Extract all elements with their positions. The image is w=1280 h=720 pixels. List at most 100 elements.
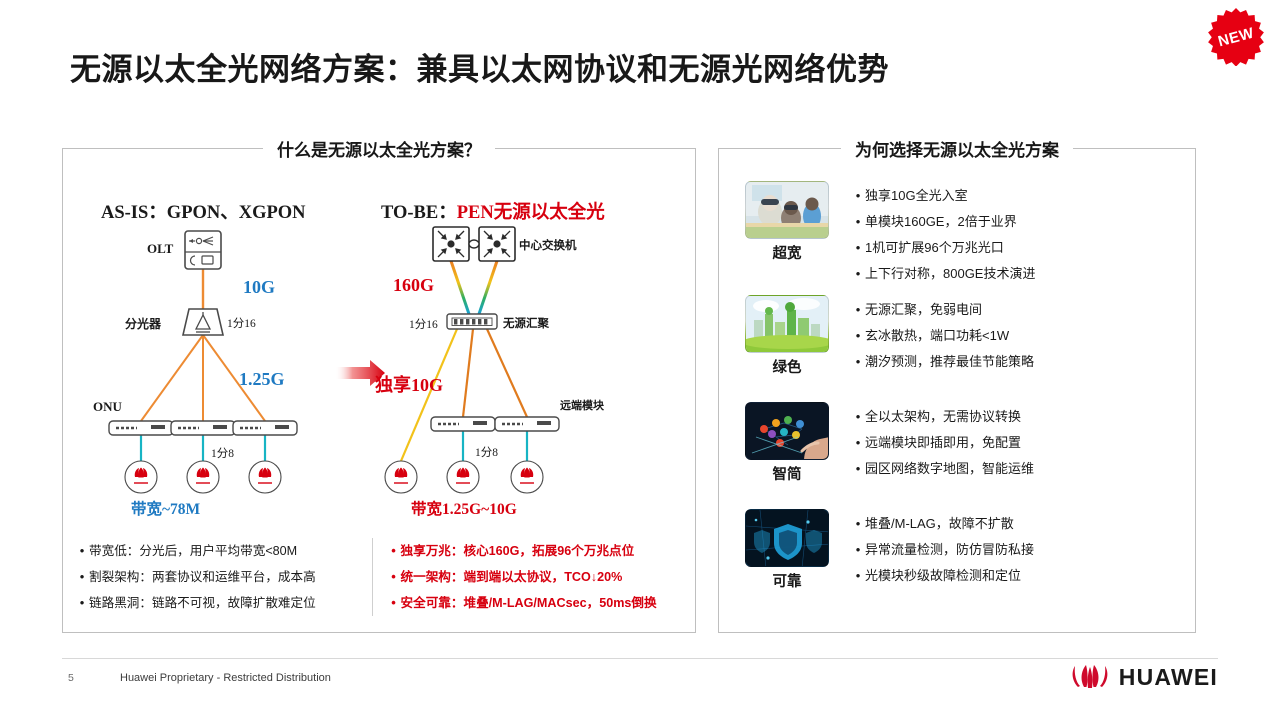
- bullet-text: 园区网络数字地图，智能运维: [865, 461, 1035, 476]
- feature-row-smart-simple: 智简 • 全以太架构，无需协议转换 • 远端模块即插即用，免配置 • 园区网络数…: [739, 402, 1185, 484]
- bullet-dot-icon: •: [855, 214, 861, 229]
- topology-svg: [108, 226, 560, 494]
- passive-aggregation-label: 无源汇聚: [503, 318, 549, 330]
- list-item: • 光模块秒级故障检测和定位: [851, 563, 1185, 589]
- tobe-bullet-list: • 独享万兆：核心160G，拓展96个万兆点位 • 统一架构：端到端以太协议，T…: [371, 538, 684, 616]
- bullet-dot-icon: •: [391, 543, 396, 558]
- passive-aggregation-icon: [446, 313, 498, 330]
- feature-caption: 可靠: [772, 574, 802, 590]
- feature-bullet-list: • 堆叠/M-LAG，故障不扩散 • 异常流量检测，防仿冒防私接 • 光模块秒级…: [835, 509, 1185, 589]
- asis-bandwidth: 带宽~78M: [131, 501, 201, 518]
- new-badge-label: NEW: [1216, 24, 1256, 50]
- onu-device-icon: [232, 420, 298, 436]
- bullet-text: 独享万兆：核心160G，拓展96个万兆点位: [400, 544, 635, 558]
- huawei-terminal-icon: [384, 460, 418, 494]
- bullet-text: 安全可靠：堆叠/M-LAG/MACsec，50ms倒换: [400, 596, 657, 610]
- list-item: • 潮汐预测，推荐最佳节能策略: [851, 349, 1185, 375]
- huawei-terminal-icon: [248, 460, 282, 494]
- topology-diagram: OLT 10G 分光器 1分16 1.25G ONU 1分8 带宽~78M 中心…: [63, 149, 695, 632]
- tobe-split-ratio-bottom: 1分8: [475, 447, 498, 459]
- list-item: • 统一架构：端到端以太协议，TCO↓20%: [387, 564, 684, 590]
- tobe-bandwidth: 带宽1.25G~10G: [411, 501, 517, 518]
- bullet-text: 光模块秒级故障检测和定位: [865, 568, 1022, 583]
- feature-caption: 绿色: [772, 360, 802, 376]
- feature-thumb-wrap: 智简: [739, 402, 835, 484]
- asis-uplink-speed: 10G: [243, 277, 276, 297]
- list-item: • 链路黑洞：链路不可视，故障扩散难定位: [75, 590, 372, 616]
- bullet-dot-icon: •: [855, 568, 861, 583]
- stack-link-icon: [468, 239, 480, 249]
- huawei-terminal-icon: [124, 460, 158, 494]
- bullet-dot-icon: •: [79, 569, 85, 584]
- security-shield-photo-icon: [745, 509, 829, 567]
- core-switch-icon: [478, 226, 516, 262]
- huawei-logo: HUAWEI: [1070, 663, 1218, 691]
- onu-device-icon: [108, 420, 174, 436]
- comparison-bullets: • 带宽低：分光后，用户平均带宽<80M • 割裂架构：两套协议和运维平台，成本…: [63, 538, 695, 616]
- bullet-text: 无源汇聚，免弱电间: [865, 302, 983, 317]
- right-panel-title: 为何选择无源以太全光方案: [841, 136, 1073, 161]
- bullet-text: 上下行对称，800GE技术演进: [865, 266, 1036, 281]
- right-panel: 为何选择无源以太全光方案: [718, 136, 1196, 633]
- list-item: • 带宽低：分光后，用户平均带宽<80M: [75, 538, 372, 564]
- bullet-dot-icon: •: [855, 354, 861, 369]
- bullet-dot-icon: •: [855, 240, 861, 255]
- bullet-dot-icon: •: [79, 543, 85, 558]
- bullet-text: 带宽低：分光后，用户平均带宽<80M: [89, 544, 298, 558]
- bullet-text: 堆叠/M-LAG，故障不扩散: [865, 516, 1014, 531]
- list-item: • 安全可靠：堆叠/M-LAG/MACsec，50ms倒换: [387, 590, 684, 616]
- remote-module-icon: [430, 416, 496, 432]
- list-item: • 割裂架构：两套协议和运维平台，成本高: [75, 564, 372, 590]
- olt-device-icon: [184, 230, 222, 270]
- list-item: • 远端模块即插即用，免配置: [851, 430, 1185, 456]
- huawei-flower-icon: [1072, 665, 1108, 688]
- list-item: • 上下行对称，800GE技术演进: [851, 261, 1185, 287]
- bullet-text: 1机可扩展96个万兆光口: [865, 240, 1004, 255]
- list-item: • 1机可扩展96个万兆光口: [851, 235, 1185, 261]
- green-city-photo-icon: [745, 295, 829, 353]
- footer-divider: [62, 658, 1218, 659]
- feature-row-ultra-broadband: 超宽 • 独享10G全光入室 • 单模块160GE，2倍于业界 • 1机可扩展9…: [739, 181, 1185, 287]
- left-panel: 什么是无源以太全光方案？ AS-IS：GPON、XGPON TO-BE：PEN无…: [62, 136, 696, 633]
- bullet-text: 割裂架构：两套协议和运维平台，成本高: [89, 570, 316, 584]
- footer-confidentiality-text: Huawei Proprietary - Restricted Distribu…: [120, 672, 331, 684]
- huawei-terminal-icon: [510, 460, 544, 494]
- bullet-dot-icon: •: [79, 595, 85, 610]
- asis-split-ratio-bottom: 1分8: [211, 448, 234, 460]
- bullet-dot-icon: •: [855, 266, 861, 281]
- list-item: • 全以太架构，无需协议转换: [851, 404, 1185, 430]
- huawei-terminal-icon: [186, 460, 220, 494]
- bullet-dot-icon: •: [855, 542, 861, 557]
- feature-thumb-wrap: 绿色: [739, 295, 835, 377]
- core-switch-label: 中心交换机: [519, 240, 577, 252]
- feature-thumb-wrap: 超宽: [739, 181, 835, 263]
- bullet-dot-icon: •: [391, 569, 396, 584]
- bullet-dot-icon: •: [855, 516, 861, 531]
- tobe-heading: TO-BE：PEN无源以太全光: [381, 198, 605, 224]
- bullet-text: 远端模块即插即用，免配置: [865, 435, 1022, 450]
- bullet-dot-icon: •: [855, 188, 861, 203]
- list-item: • 独享10G全光入室: [851, 183, 1185, 209]
- bullet-text: 单模块160GE，2倍于业界: [865, 214, 1017, 229]
- feature-thumb-wrap: 可靠: [739, 509, 835, 591]
- remote-module-label: 远端模块: [560, 400, 604, 412]
- asis-bullet-list: • 带宽低：分光后，用户平均带宽<80M • 割裂架构：两套协议和运维平台，成本…: [75, 538, 372, 616]
- list-item: • 独享万兆：核心160G，拓展96个万兆点位: [387, 538, 684, 564]
- bullet-dot-icon: •: [855, 328, 861, 343]
- new-badge: NEW: [1207, 8, 1265, 66]
- feature-row-reliable: 可靠 • 堆叠/M-LAG，故障不扩散 • 异常流量检测，防仿冒防私接 • 光模…: [739, 509, 1185, 591]
- bullet-dot-icon: •: [391, 595, 396, 610]
- smart-network-photo-icon: [745, 402, 829, 460]
- feature-bullet-list: • 独享10G全光入室 • 单模块160GE，2倍于业界 • 1机可扩展96个万…: [835, 181, 1185, 287]
- list-item: • 园区网络数字地图，智能运维: [851, 456, 1185, 482]
- onu-device-icon: [170, 420, 236, 436]
- huawei-wordmark: HUAWEI: [1118, 663, 1218, 690]
- feature-bullet-list: • 无源汇聚，免弱电间 • 玄冰散热，端口功耗<1W • 潮汐预测，推荐最佳节能…: [835, 295, 1185, 375]
- feature-row-green: 绿色 • 无源汇聚，免弱电间 • 玄冰散热，端口功耗<1W • 潮汐预测，推荐最…: [739, 295, 1185, 377]
- starburst-icon: [1208, 8, 1264, 66]
- feature-caption: 智简: [772, 467, 802, 483]
- bullet-dot-icon: •: [855, 302, 861, 317]
- feature-bullet-list: • 全以太架构，无需协议转换 • 远端模块即插即用，免配置 • 园区网络数字地图…: [835, 402, 1185, 482]
- core-switch-icon: [432, 226, 470, 262]
